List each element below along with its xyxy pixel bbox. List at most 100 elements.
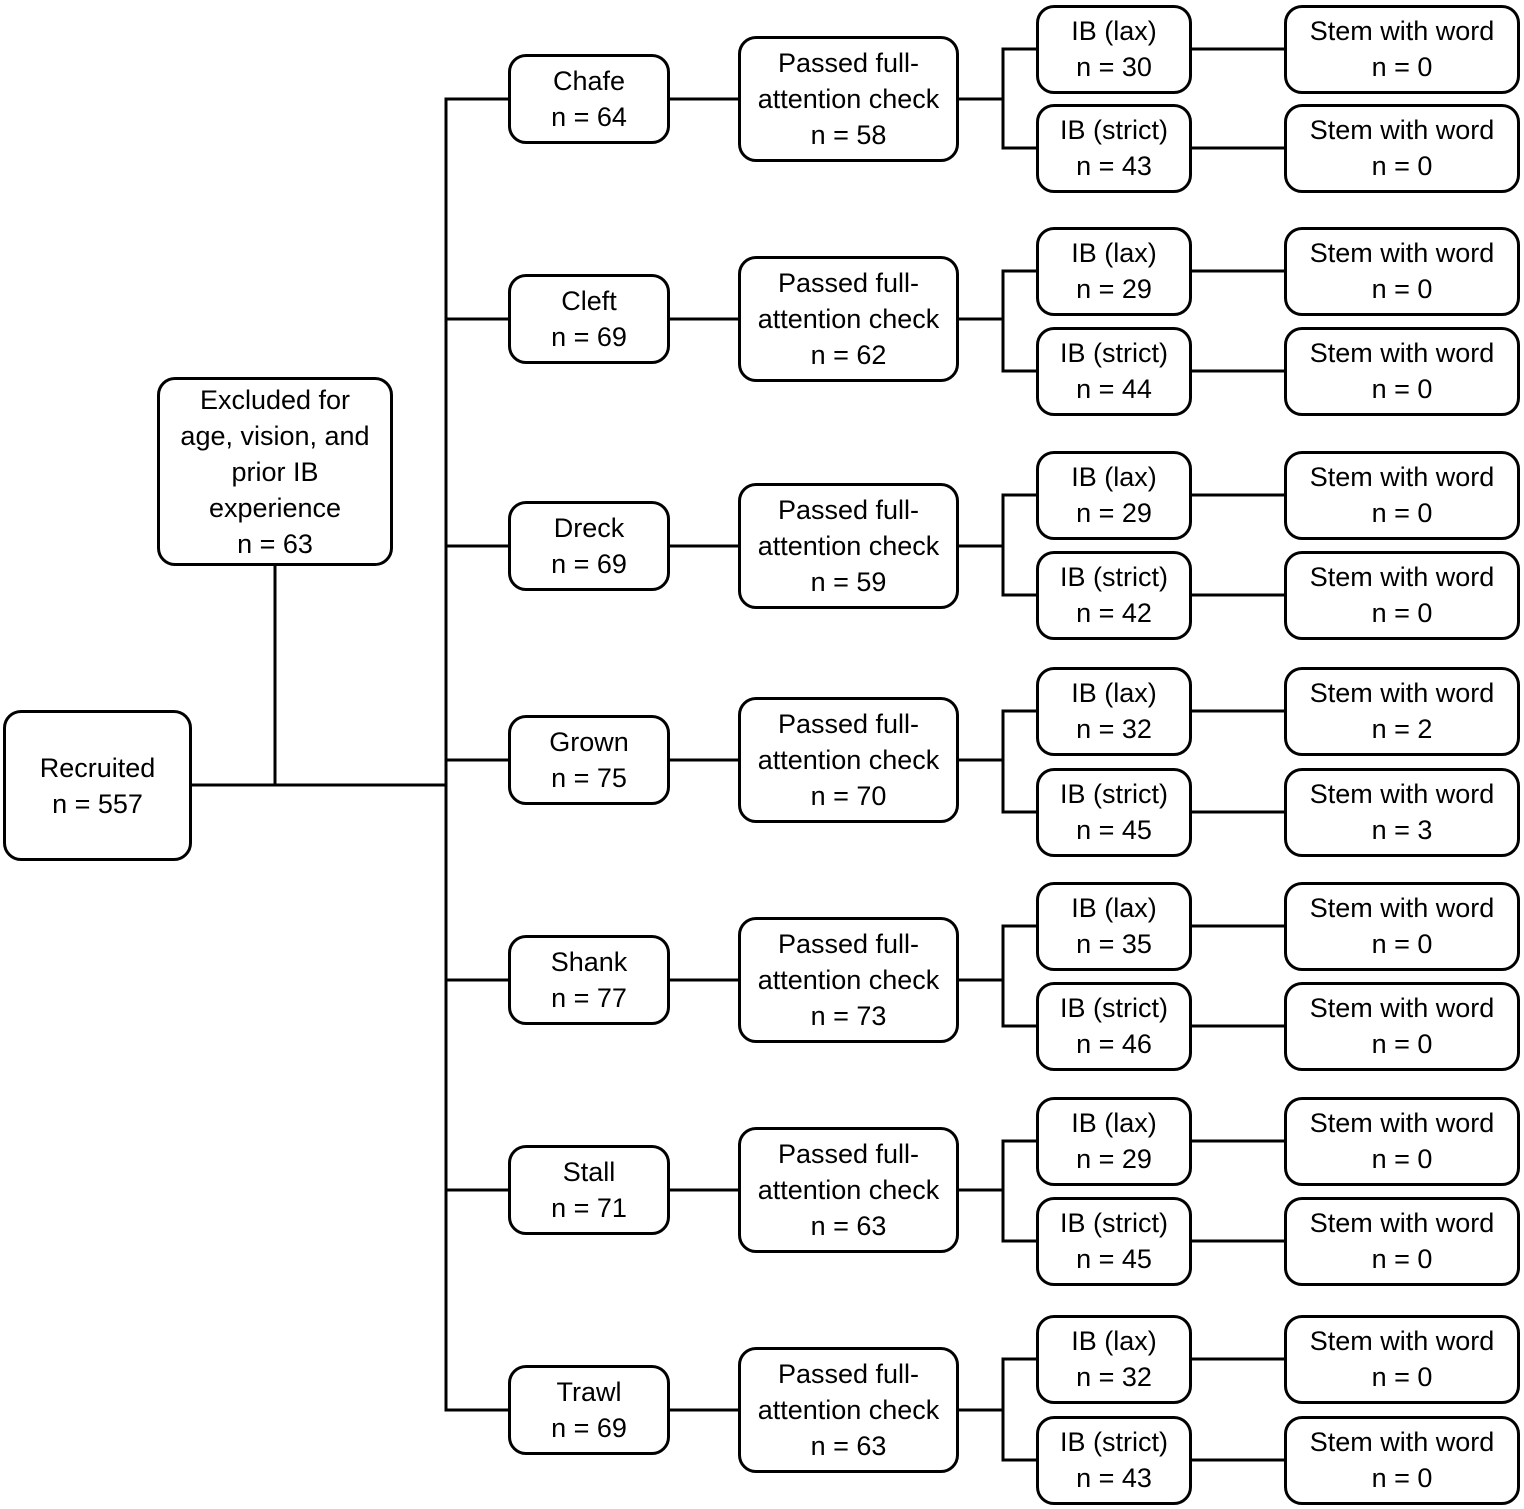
stem-count: n = 0 bbox=[1371, 1029, 1433, 1059]
ib-count: n = 30 bbox=[1076, 52, 1152, 82]
stem-label: Stem with word bbox=[1309, 338, 1495, 368]
condition-count: n = 71 bbox=[551, 1193, 627, 1223]
stem-label: Stem with word bbox=[1309, 1108, 1495, 1138]
attention-check-line-2: attention check bbox=[757, 1175, 940, 1205]
ib-lax-box-shank: IB (lax) n = 35 bbox=[1036, 881, 1192, 971]
stem-label: Stem with word bbox=[1309, 562, 1495, 592]
ib-label: IB (lax) bbox=[1071, 1108, 1157, 1138]
stem-label: Stem with word bbox=[1309, 1326, 1495, 1356]
ib-lax-box-dreck: IB (lax) n = 29 bbox=[1036, 450, 1192, 540]
ib-lax-box-cleft: IB (lax) n = 29 bbox=[1036, 226, 1192, 316]
stem-count: n = 0 bbox=[1371, 1244, 1433, 1274]
excluded-line-4: experience bbox=[208, 492, 342, 523]
ib-lax-box-stall: IB (lax)n = 29 bbox=[1036, 1096, 1192, 1186]
attention-check-count: n = 58 bbox=[810, 120, 887, 150]
ib-count: n = 45 bbox=[1076, 1244, 1152, 1274]
recruited-box: Recruited n = 557 bbox=[3, 710, 192, 861]
condition-label: Dreck bbox=[553, 513, 625, 543]
ib-count: n = 29 bbox=[1076, 274, 1152, 304]
attention-check-count: n = 62 bbox=[810, 340, 887, 370]
stem-box-lax-trawl: Stem with word n = 0 bbox=[1284, 1314, 1520, 1404]
ib-count: n = 43 bbox=[1076, 151, 1152, 181]
excluded-line-3: prior IB bbox=[231, 456, 319, 487]
condition-count: n = 64 bbox=[551, 102, 627, 132]
condition-count: n = 75 bbox=[551, 763, 627, 793]
ib-strict-box-cleft: IB (strict) n = 44 bbox=[1036, 326, 1192, 416]
ib-label: IB (lax) bbox=[1071, 462, 1157, 492]
ib-strict-box-dreck: IB (strict)n = 42 bbox=[1036, 550, 1192, 640]
ib-label: IB (lax) bbox=[1071, 238, 1157, 268]
condition-count: n = 69 bbox=[551, 1413, 627, 1443]
attention-check-line-2: attention check bbox=[757, 84, 940, 114]
attention-check-line-2: attention check bbox=[757, 965, 940, 995]
stem-box-strict-chafe: Stem with word n = 0 bbox=[1284, 103, 1520, 193]
ib-count: n = 43 bbox=[1076, 1463, 1152, 1493]
stem-label: Stem with word bbox=[1309, 1427, 1495, 1457]
attention-check-box-trawl: Passed full-attention check n = 63 bbox=[738, 1347, 959, 1473]
stem-box-strict-trawl: Stem with word n = 0 bbox=[1284, 1415, 1520, 1505]
stem-count: n = 0 bbox=[1371, 274, 1433, 304]
ib-label: IB (strict) bbox=[1060, 562, 1168, 592]
ib-strict-box-stall: IB (strict)n = 45 bbox=[1036, 1196, 1192, 1286]
condition-label: Cleft bbox=[561, 286, 617, 316]
condition-label: Stall bbox=[562, 1157, 616, 1187]
stem-count: n = 0 bbox=[1371, 929, 1433, 959]
attention-check-line-2: attention check bbox=[757, 745, 940, 775]
stem-count: n = 2 bbox=[1371, 714, 1433, 744]
ib-count: n = 35 bbox=[1076, 929, 1152, 959]
attention-check-line-2: attention check bbox=[757, 304, 940, 334]
condition-label: Grown bbox=[549, 727, 629, 757]
ib-label: IB (strict) bbox=[1060, 1427, 1168, 1457]
excluded-line-2: age, vision, and bbox=[180, 420, 370, 451]
attention-check-line-1: Passed full- bbox=[777, 929, 920, 959]
ib-count: n = 32 bbox=[1076, 714, 1152, 744]
attention-check-count: n = 63 bbox=[810, 1431, 887, 1461]
attention-check-count: n = 59 bbox=[810, 567, 887, 597]
stem-count: n = 3 bbox=[1371, 815, 1433, 845]
stem-count: n = 0 bbox=[1371, 498, 1433, 528]
stem-count: n = 0 bbox=[1371, 1362, 1433, 1392]
ib-strict-box-grown: IB (strict) n = 45 bbox=[1036, 767, 1192, 857]
excluded-line-1: Excluded for bbox=[199, 384, 351, 415]
stem-count: n = 0 bbox=[1371, 151, 1433, 181]
stem-box-lax-chafe: Stem with word n = 0 bbox=[1284, 4, 1520, 94]
attention-check-box-grown: Passed full-attention check n = 70 bbox=[738, 697, 959, 823]
attention-check-count: n = 70 bbox=[810, 781, 887, 811]
ib-strict-box-shank: IB (strict)n = 46 bbox=[1036, 981, 1192, 1071]
attention-check-line-1: Passed full- bbox=[777, 1359, 920, 1389]
stem-label: Stem with word bbox=[1309, 115, 1495, 145]
ib-label: IB (lax) bbox=[1071, 678, 1157, 708]
ib-count: n = 46 bbox=[1076, 1029, 1152, 1059]
condition-label: Shank bbox=[550, 947, 628, 977]
attention-check-line-1: Passed full- bbox=[777, 1139, 920, 1169]
stem-label: Stem with word bbox=[1309, 893, 1495, 923]
excluded-count: n = 63 bbox=[237, 528, 313, 559]
condition-label: Chafe bbox=[552, 66, 626, 96]
condition-box-grown: Grown n = 75 bbox=[508, 715, 670, 805]
ib-count: n = 45 bbox=[1076, 815, 1152, 845]
excluded-box: Excluded for age, vision, and prior IB e… bbox=[157, 377, 393, 566]
ib-label: IB (strict) bbox=[1060, 779, 1168, 809]
ib-label: IB (lax) bbox=[1071, 893, 1157, 923]
stem-count: n = 0 bbox=[1371, 1463, 1433, 1493]
attention-check-line-1: Passed full- bbox=[777, 48, 920, 78]
ib-strict-box-chafe: IB (strict)n = 43 bbox=[1036, 103, 1192, 193]
stem-count: n = 0 bbox=[1371, 52, 1433, 82]
ib-label: IB (strict) bbox=[1060, 338, 1168, 368]
attention-check-box-chafe: Passed full-attention check n = 58 bbox=[738, 36, 959, 162]
condition-box-chafe: Chafe n = 64 bbox=[508, 54, 670, 144]
ib-count: n = 44 bbox=[1076, 374, 1152, 404]
attention-check-line-2: attention check bbox=[757, 1395, 940, 1425]
attention-check-line-1: Passed full- bbox=[777, 709, 920, 739]
ib-count: n = 29 bbox=[1076, 498, 1152, 528]
stem-label: Stem with word bbox=[1309, 16, 1495, 46]
attention-check-line-1: Passed full- bbox=[777, 495, 920, 525]
ib-lax-box-trawl: IB (lax)n = 32 bbox=[1036, 1314, 1192, 1404]
